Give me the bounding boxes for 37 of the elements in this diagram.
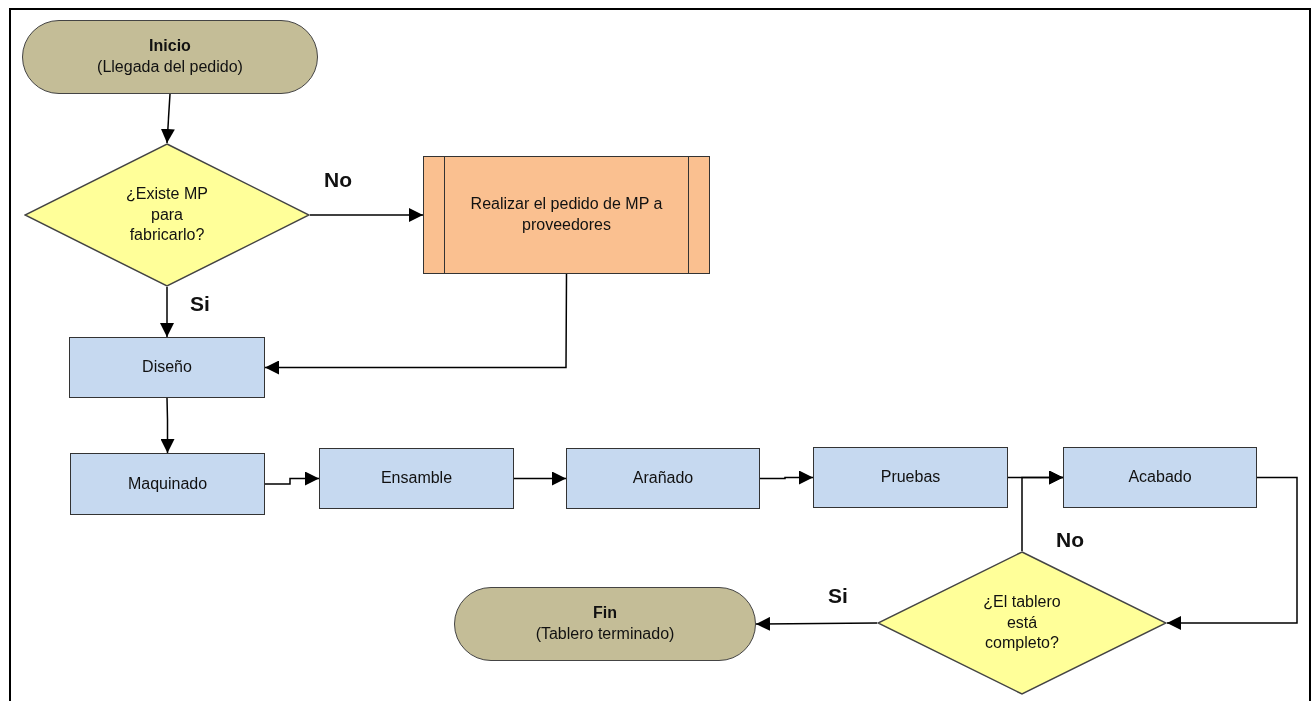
node-text: Realizar el pedido de MP a proveedores (469, 194, 664, 235)
arrow (160, 397, 175, 454)
arrow (755, 616, 878, 631)
process-box (319, 448, 514, 509)
node-text: Pruebas (880, 467, 941, 488)
process-box (70, 453, 265, 515)
node-text: Diseño (142, 357, 192, 378)
arrow (160, 93, 175, 144)
arrow (160, 286, 174, 338)
node-text: Inicio (149, 36, 191, 57)
decision-diamond (877, 551, 1167, 695)
arrow (309, 208, 424, 222)
decision-diamond (24, 143, 310, 287)
arrow (513, 471, 567, 486)
process-box (1063, 447, 1257, 508)
node-text: (Llegada del pedido) (97, 57, 243, 77)
process-box (69, 337, 265, 398)
node-text: Acabado (1128, 467, 1192, 488)
subprocess-box (423, 156, 710, 274)
edge-label: Si (190, 292, 210, 316)
edge-label: Si (828, 584, 848, 608)
arrow (759, 470, 814, 485)
node-text: Maquinado (127, 473, 208, 494)
node-text: Arañado (632, 468, 694, 489)
arrow (264, 471, 320, 486)
node-text: Fin (593, 603, 617, 624)
node-text: ¿El tablero está completo? (982, 591, 1062, 654)
process-box (566, 448, 760, 509)
edge-label: No (324, 168, 352, 192)
node-text: ¿Existe MP para fabricarlo? (125, 183, 209, 246)
node-text: (Tablero terminado) (535, 624, 675, 644)
arrow (1021, 470, 1064, 552)
arrow (1166, 476, 1298, 630)
edge-label: No (1056, 528, 1084, 552)
arrow (264, 273, 568, 375)
node-text: Ensamble (380, 468, 453, 489)
process-box (813, 447, 1008, 508)
